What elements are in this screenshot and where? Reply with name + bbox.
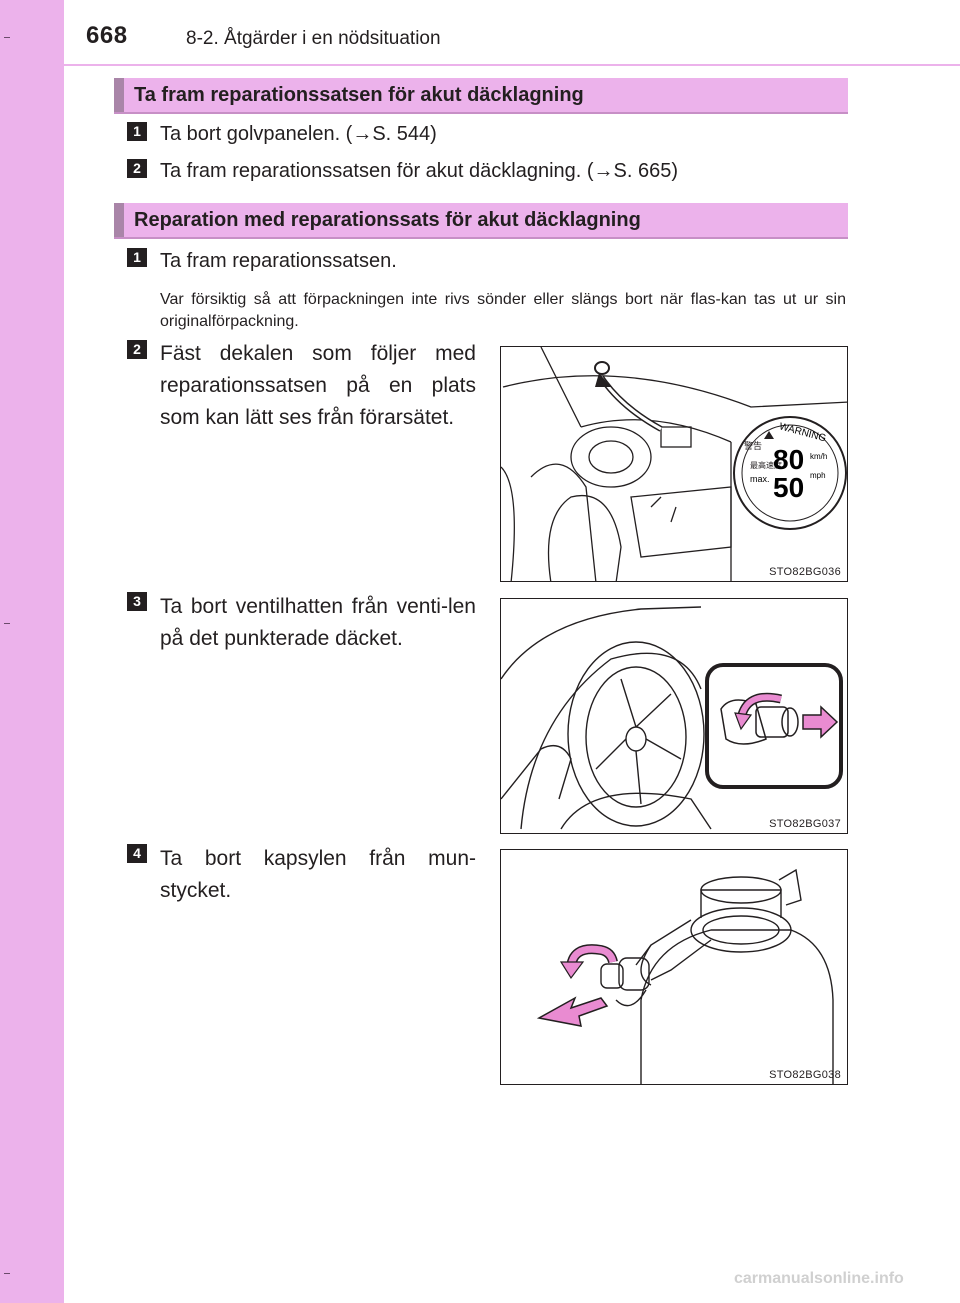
- watermark[interactable]: carmanualsonline.info: [734, 1270, 904, 1287]
- figure-valve-cap: STO82BG037: [500, 598, 848, 834]
- sticker-japanese-warning: 警告: [744, 440, 762, 452]
- tire-valve-illustration: [501, 606, 843, 830]
- section-title: 8-2. Åtgärder i en nödsituation: [186, 28, 441, 49]
- figure-code: STO82BG037: [769, 818, 841, 830]
- step-badge: 1: [127, 122, 147, 141]
- figure-code: STO82BG036: [769, 566, 841, 578]
- step-text: Ta bort golvpanelen. (→S. 544): [160, 123, 437, 145]
- sticker-japanese-speed: 最高速度: [750, 460, 782, 470]
- step-badge: 4: [127, 844, 147, 863]
- step-badge: 3: [127, 592, 147, 611]
- step-text: Ta bort kapsylen från mun-stycket.: [160, 847, 476, 902]
- dashboard-illustration: WARNING 警告 最高速度 max. 80 km/h 50 mph: [501, 347, 847, 581]
- side-tab-strip: [0, 0, 64, 1303]
- section-heading-text: Ta fram reparationssatsen för akut däckl…: [134, 84, 584, 106]
- section-heading-text: Reparation med reparationssats för akut …: [134, 209, 641, 231]
- sticker-unit-mph: mph: [810, 471, 826, 480]
- step-badge: 2: [127, 159, 147, 178]
- bottle-nozzle-illustration: [536, 868, 834, 1084]
- sticker-max: max.: [750, 474, 770, 484]
- margin-tick: [4, 37, 10, 38]
- caution-note: Var försiktig så att förpackningen inte …: [160, 291, 846, 330]
- section-heading-repair: Reparation med reparationssats för akut …: [114, 203, 848, 239]
- margin-tick: [4, 623, 10, 624]
- sticker-unit-kmh: km/h: [810, 452, 827, 461]
- sticker-speed-kmh: 80: [773, 444, 804, 475]
- page-number: 668: [86, 22, 128, 49]
- sticker-speed-mph: 50: [773, 472, 804, 503]
- step-text: Ta fram reparationssatsen för akut däckl…: [160, 160, 679, 182]
- header-divider: [64, 64, 960, 66]
- step-badge: 2: [127, 340, 147, 359]
- step-badge: 1: [127, 248, 147, 267]
- step-text: Ta bort ventilhatten från venti-len på d…: [160, 595, 476, 650]
- step-text: Ta fram reparationssatsen.: [160, 250, 397, 272]
- figure-code: STO82BG038: [769, 1069, 841, 1081]
- section-heading-take-out-kit: Ta fram reparationssatsen för akut däckl…: [114, 78, 848, 114]
- margin-tick: [4, 1273, 10, 1274]
- figure-sticker-placement: WARNING 警告 最高速度 max. 80 km/h 50 mph STO8…: [500, 346, 848, 582]
- step-text: Fäst dekalen som följer med reparationss…: [160, 342, 476, 429]
- figure-nozzle-cap: STO82BG038: [500, 849, 848, 1085]
